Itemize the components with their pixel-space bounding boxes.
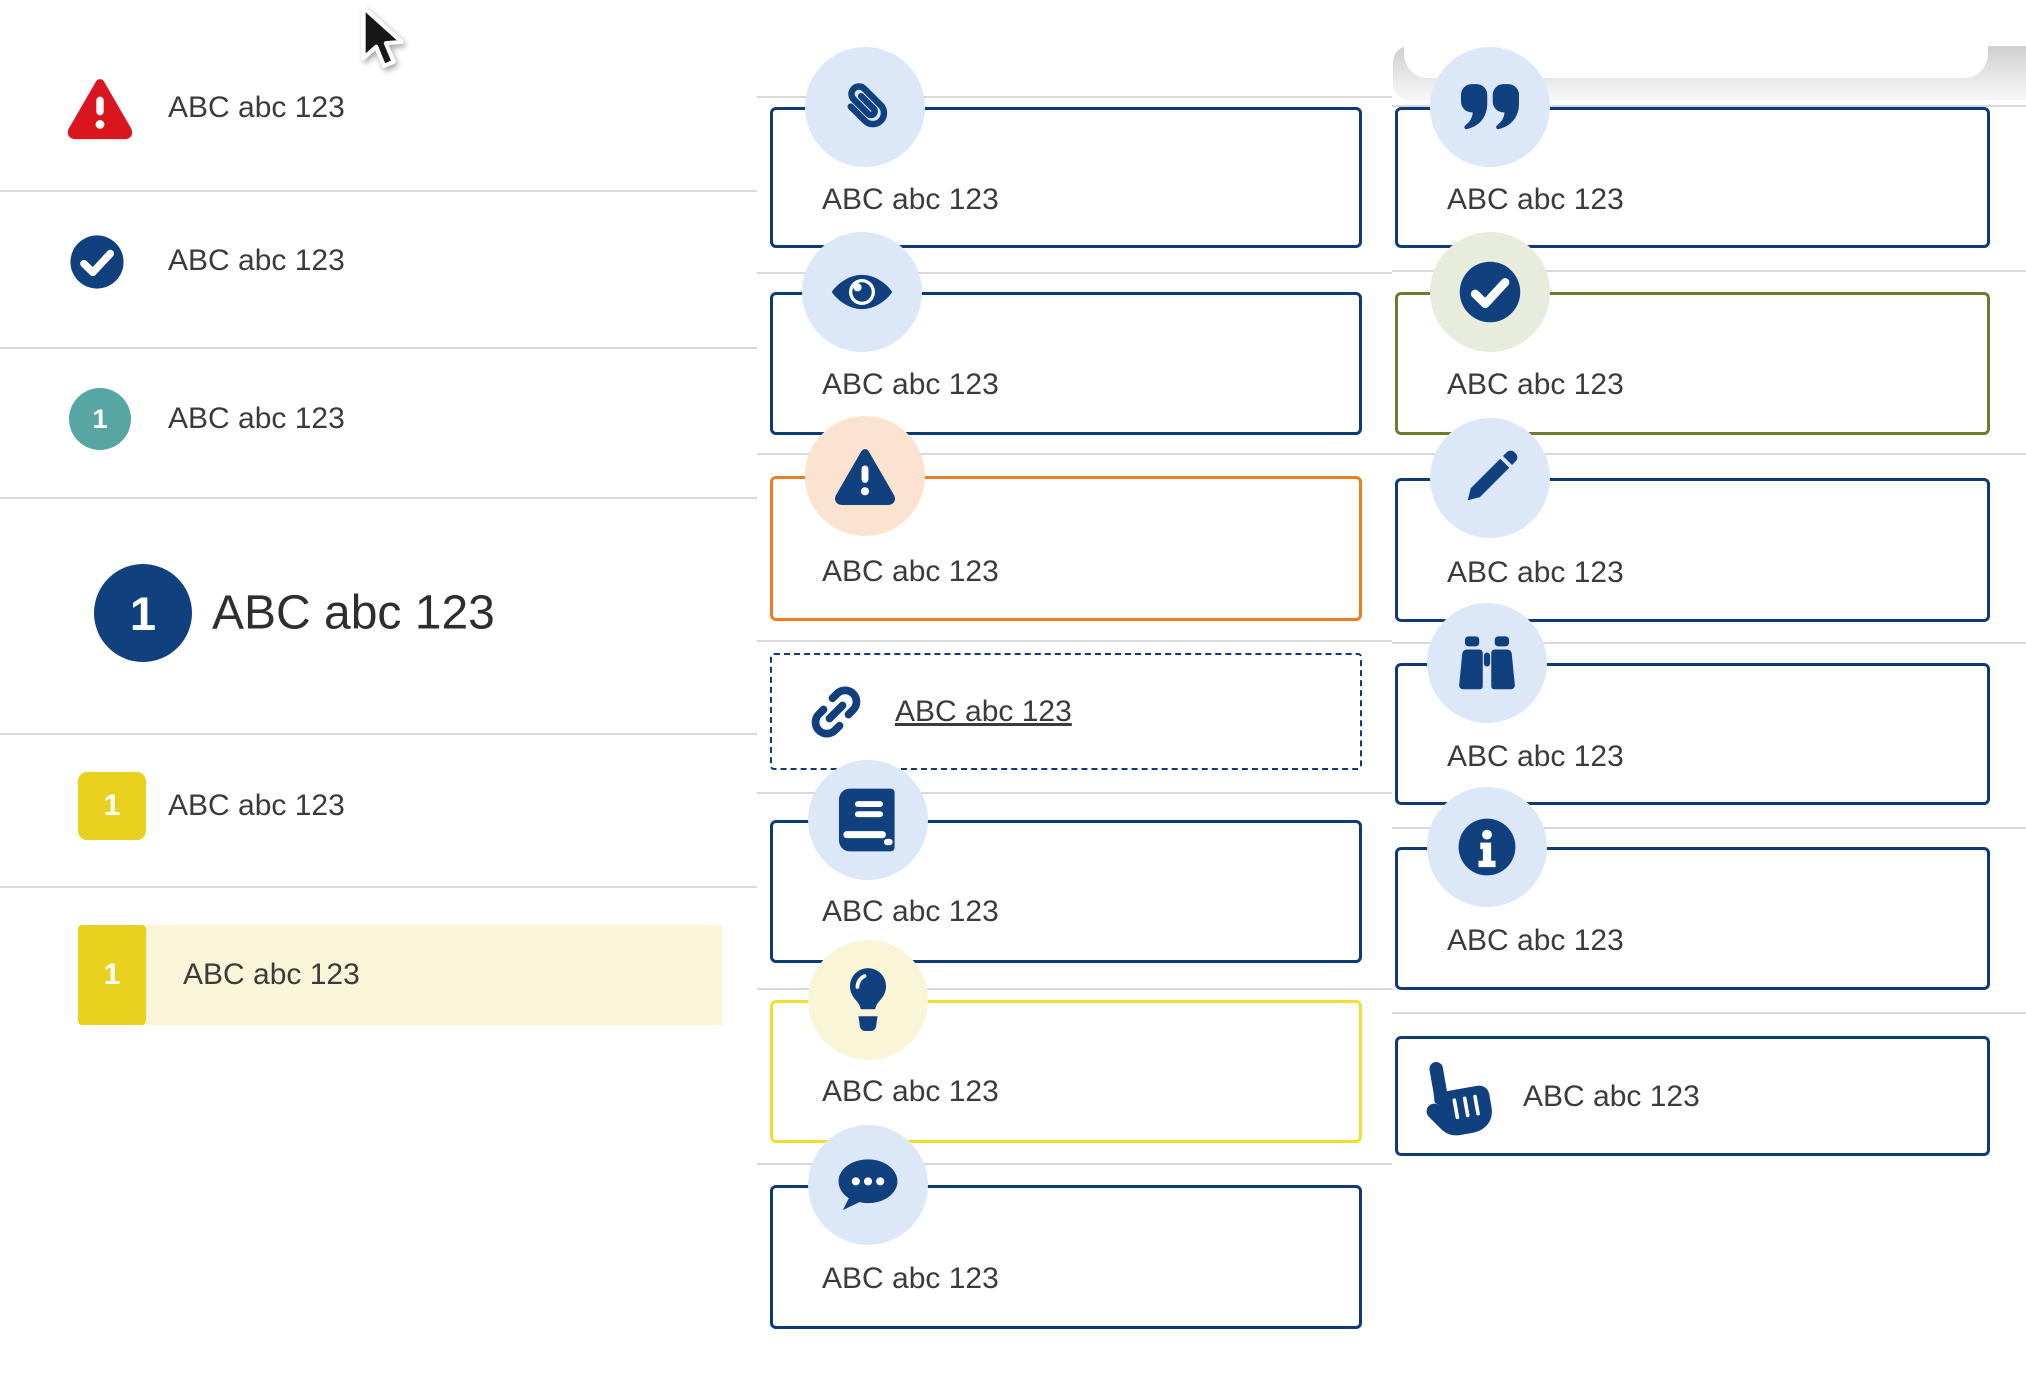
divider (1392, 105, 2026, 107)
card-reference[interactable] (770, 820, 1362, 963)
card-label: ABC abc 123 (822, 183, 999, 216)
link-text[interactable]: ABC abc 123 (895, 695, 1072, 728)
card-label: ABC abc 123 (1447, 924, 1624, 957)
list-item-step-teal[interactable]: 1 ABC abc 123 (0, 360, 757, 490)
list-item-label: ABC abc 123 (168, 244, 345, 277)
card-link[interactable] (770, 653, 1362, 770)
step-badge-yellow: 1 (78, 925, 146, 1025)
pencil-icon (1430, 418, 1550, 538)
divider (1392, 453, 2026, 455)
divider (757, 988, 1392, 990)
paperclip-icon (805, 47, 925, 167)
list-item-label: ABC abc 123 (168, 91, 345, 124)
divider (0, 347, 757, 349)
list-item-label: ABC abc 123 (168, 789, 345, 822)
card-label: ABC abc 123 (1447, 556, 1624, 589)
hand-point-up-icon (1418, 1058, 1492, 1136)
divider (757, 96, 1392, 98)
card-label: ABC abc 123 (822, 895, 999, 928)
info-icon (1427, 787, 1547, 907)
divider (757, 272, 1392, 274)
divider (757, 453, 1392, 455)
card-label: ABC abc 123 (822, 555, 999, 588)
card-label: ABC abc 123 (1447, 740, 1624, 773)
link-icon (806, 682, 866, 742)
list-item-label: ABC abc 123 (183, 958, 360, 991)
check-circle-icon (1430, 232, 1550, 352)
divider (1392, 827, 2026, 829)
list-item-step-yellow[interactable]: 1 ABC abc 123 (0, 755, 757, 875)
divider (757, 792, 1392, 794)
book-icon (808, 760, 928, 880)
list-item-complete[interactable]: ABC abc 123 (0, 205, 757, 335)
eye-icon (802, 232, 922, 352)
card-label: ABC abc 123 (822, 1075, 999, 1108)
check-circle-icon (68, 233, 126, 291)
divider (1392, 642, 2026, 644)
divider (1392, 270, 2026, 272)
highlight-background (146, 925, 722, 1025)
card-label: ABC abc 123 (822, 1262, 999, 1295)
list-item-label: ABC abc 123 (212, 586, 495, 640)
arrow-cursor-icon (360, 5, 406, 73)
step-badge-large: 1 (94, 564, 192, 662)
card-label: ABC abc 123 (1447, 368, 1624, 401)
card-label: ABC abc 123 (1447, 183, 1624, 216)
step-badge-yellow: 1 (78, 772, 146, 840)
alert-triangle-icon (66, 76, 134, 140)
divider (757, 640, 1392, 642)
chat-bubble-icon (808, 1125, 928, 1245)
lightbulb-icon (808, 940, 928, 1060)
card-action[interactable] (1395, 1036, 1990, 1156)
warning-triangle-icon (805, 416, 925, 536)
divider (757, 1163, 1392, 1165)
list-item-alert[interactable]: ABC abc 123 (0, 40, 757, 170)
divider (0, 733, 757, 735)
step-badge: 1 (69, 388, 131, 450)
divider (0, 497, 757, 499)
list-item-label: ABC abc 123 (168, 402, 345, 435)
divider (0, 190, 757, 192)
divider (1392, 1012, 2026, 1014)
card-label: ABC abc 123 (822, 368, 999, 401)
list-item-step-yellow-highlighted[interactable]: 1 ABC abc 123 (0, 925, 757, 1025)
divider (0, 886, 757, 888)
binoculars-icon (1427, 603, 1547, 723)
list-item-step-primary[interactable]: 1 ABC abc 123 (0, 520, 757, 710)
card-label: ABC abc 123 (1523, 1080, 1700, 1113)
quote-icon (1430, 47, 1550, 167)
